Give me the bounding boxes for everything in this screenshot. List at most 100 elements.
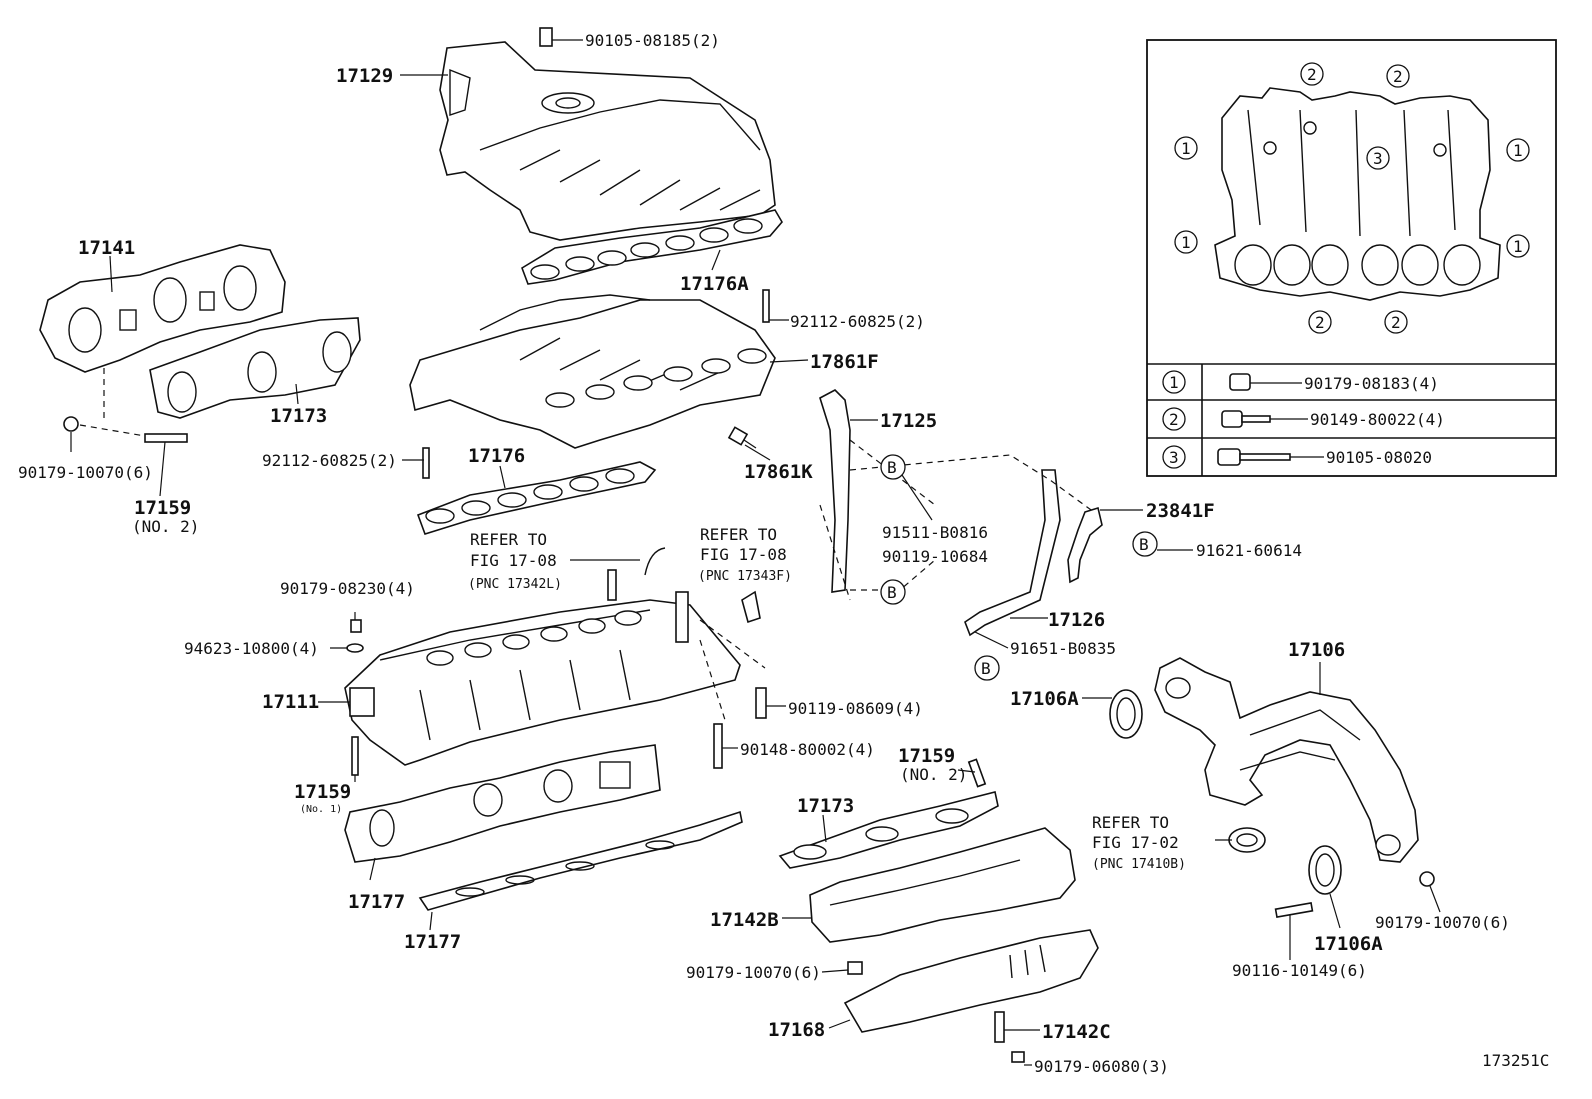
b-marker: B [880,579,906,605]
label-17142c: 17142C [1042,1021,1111,1043]
heat-insulator-17141 [39,244,286,373]
gasket-17177-b [418,810,743,911]
label-17173-left: 17173 [270,405,327,427]
label-90119-10684: 90119-10684 [882,547,988,566]
svg-text:2: 2 [1169,410,1179,429]
refer-note-2-line2: FIG 17-08 [700,545,787,564]
bolt-icon [755,687,767,719]
gasket-17173-right [778,791,999,869]
legend-part-2: 90149-80022(4) [1310,410,1445,429]
label-90148: 90148-80002(4) [740,740,875,759]
label-91621: 91621-60614 [1196,541,1302,560]
exhaust-pipe-17106 [1154,657,1419,863]
b-marker: B [974,655,1000,681]
label-17159-low: 17159 [294,781,351,803]
svg-text:2: 2 [1307,65,1317,84]
marker-3: 3 [1366,146,1390,170]
svg-text:2: 2 [1391,313,1401,332]
svg-text:B: B [887,583,897,602]
label-17159-mid-sub: (NO. 2) [900,765,967,784]
long-bolt-icon [1217,448,1241,466]
label-90105-08185: 90105-08185(2) [585,31,720,50]
leader-lines [70,39,1441,1066]
label-90179-08230: 90179-08230(4) [280,579,415,598]
refer-note-3-line2: FIG 17-02 [1092,833,1179,852]
label-17176: 17176 [468,445,525,467]
gasket-17106a-bottom [1308,845,1342,895]
bolt-17861k [727,426,757,449]
label-90119-08609: 90119-08609(4) [788,699,923,718]
nut-icon [1011,1051,1025,1063]
hose-icon [741,590,761,624]
hose-icon [644,547,666,576]
nut-icon [847,961,863,975]
label-17159-left-sub: (NO. 2) [132,517,199,536]
marker-2: 2 [1300,62,1324,86]
refer-note-1-line3: (PNC 17342L) [468,577,562,592]
gasket-17106a-top [1109,689,1143,739]
stay-17126 [964,469,1061,637]
label-17126: 17126 [1048,609,1105,631]
label-17159-low-sub: (No. 1) [300,804,342,815]
heat-insulator-17142b [809,827,1076,943]
stud-icon [144,433,188,443]
label-17106: 17106 [1288,639,1345,661]
label-17159-mid: 17159 [898,745,955,767]
washer-icon [346,643,364,653]
label-90179-06080: 90179-06080(3) [1034,1057,1169,1076]
stud-icon [994,1011,1005,1043]
oil-dipstick-guide-23841f [1067,506,1103,584]
label-17159-left: 17159 [134,497,191,519]
gasket-17173-left [149,317,361,419]
label-17861f: 17861F [810,351,879,373]
marker-2: 2 [1384,310,1408,334]
stud-icon [1274,902,1314,918]
label-17125: 17125 [880,410,937,432]
svg-text:B: B [981,659,991,678]
label-94623: 94623-10800(4) [184,639,319,658]
label-17111: 17111 [262,691,319,713]
svg-text:1: 1 [1181,139,1191,158]
nut-icon [350,619,362,633]
label-90116: 90116-10149(6) [1232,961,1367,980]
short-bolt-icon [1221,410,1243,428]
bolt-icon [713,723,723,769]
figure-id: 173251C [1482,1051,1549,1070]
gasket-17176 [416,461,657,535]
legend-part-1: 90179-08183(4) [1304,374,1439,393]
nut-icon [1229,373,1251,391]
legend-part-3: 90105-08020 [1326,448,1432,467]
marker-2: 2 [1386,64,1410,88]
stud-icon [967,758,987,788]
gasket-17177-a [344,744,661,863]
refer-note-3-line3: (PNC 17410B) [1092,857,1186,872]
nut-icon [63,416,79,432]
label-91651: 91651-B0835 [1010,639,1116,658]
stud-icon [422,447,430,479]
label-17106a-bottom: 17106A [1314,933,1383,955]
svg-text:1: 1 [1513,237,1523,256]
label-17129: 17129 [336,65,393,87]
svg-text:B: B [887,458,897,477]
legend-row-2: 2 90149-80022(4) [1162,407,1445,431]
marker-1: 1 [1506,234,1530,258]
label-17176a: 17176A [680,273,749,295]
refer-note-2-line1: REFER TO [700,525,777,544]
label-23841f: 23841F [1146,500,1215,522]
svg-text:1: 1 [1513,141,1523,160]
label-17861k: 17861K [744,461,813,483]
marker-2: 2 [1308,310,1332,334]
legend-row-1: 1 90179-08183(4) [1162,370,1439,394]
marker-1: 1 [1506,138,1530,162]
marker-1: 1 [1174,230,1198,254]
label-92112-top: 92112-60825(2) [790,312,925,331]
b-marker: B [1132,531,1158,557]
svg-text:2: 2 [1393,67,1403,86]
intake-plenum-17129 [439,27,776,241]
gasket-17176a [521,209,783,285]
label-90179-10070-bottom: 90179-10070(6) [1375,913,1510,932]
intake-runners-17861f [409,294,776,449]
stud-icon [762,289,770,323]
nut-icon [1419,871,1435,887]
